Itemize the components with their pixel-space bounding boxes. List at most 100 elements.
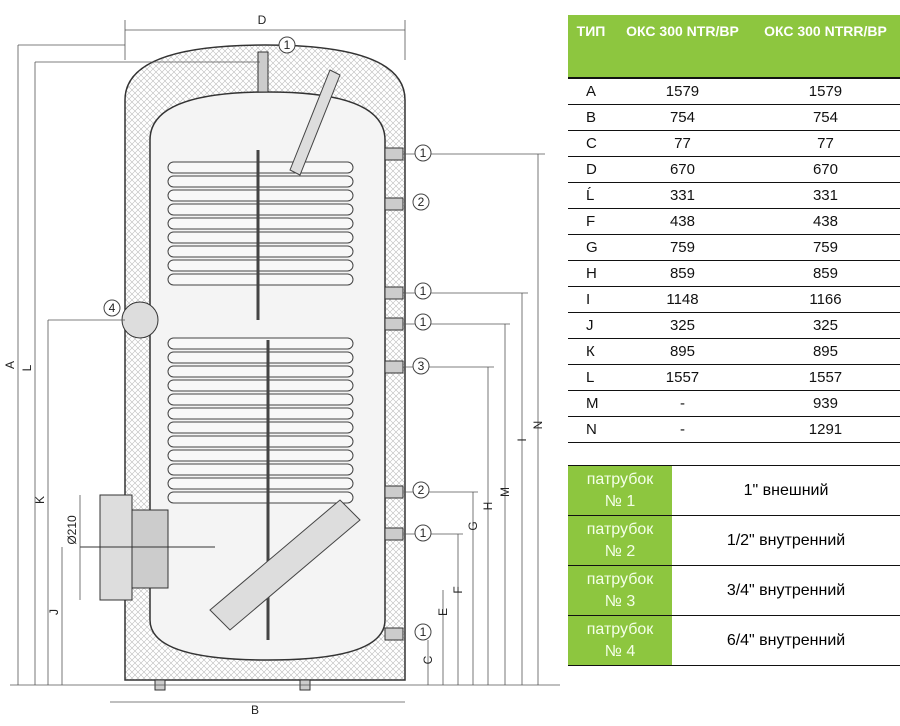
table-cell: B bbox=[568, 104, 614, 131]
callout-1: 1 bbox=[414, 524, 432, 542]
table-cell: N bbox=[568, 416, 614, 443]
dim-L: L bbox=[20, 364, 34, 371]
coil-turn bbox=[167, 463, 354, 476]
callout-1: 1 bbox=[414, 144, 432, 162]
coil-turn bbox=[167, 351, 354, 364]
table-cell: 939 bbox=[750, 390, 900, 417]
fitting-size: 1/2" внутренний bbox=[672, 515, 900, 566]
coil-turn bbox=[167, 449, 354, 462]
table-cell: M bbox=[568, 390, 614, 417]
table-cell: К bbox=[568, 338, 614, 365]
coil-turn bbox=[167, 245, 354, 258]
coil-turn bbox=[167, 477, 354, 490]
dim-H: H bbox=[481, 502, 495, 511]
table-cell: 325 bbox=[614, 312, 751, 339]
coil-turn bbox=[167, 161, 354, 174]
table-cell: 754 bbox=[614, 104, 751, 131]
table-cell: 1166 bbox=[750, 286, 900, 313]
coil-turn bbox=[167, 273, 354, 286]
table-cell: D bbox=[568, 156, 614, 183]
svg-text:3: 3 bbox=[418, 359, 425, 373]
table-cell: 77 bbox=[750, 130, 900, 157]
callout-1: 1 bbox=[414, 282, 432, 300]
table-cell: I bbox=[568, 286, 614, 313]
fitting-size: 6/4" внутренний bbox=[672, 615, 900, 666]
svg-text:1: 1 bbox=[420, 526, 427, 540]
table-row: N-1291 bbox=[568, 416, 900, 443]
table-cell: 331 bbox=[750, 182, 900, 209]
callout-2: 2 bbox=[412, 193, 430, 211]
table-cell: 438 bbox=[614, 208, 751, 235]
coil-turn bbox=[167, 435, 354, 448]
callout-3: 3 bbox=[412, 357, 430, 375]
svg-text:4: 4 bbox=[109, 301, 116, 315]
dim-E: E bbox=[436, 608, 450, 616]
dim-B: B bbox=[251, 703, 259, 717]
table-cell: A bbox=[568, 78, 614, 105]
table-cell: G bbox=[568, 234, 614, 261]
table-cell: 859 bbox=[614, 260, 751, 287]
callout-4: 4 bbox=[103, 299, 121, 317]
table-cell: 1557 bbox=[750, 364, 900, 391]
coil-turn bbox=[167, 421, 354, 434]
table-cell: - bbox=[614, 416, 751, 443]
svg-text:2: 2 bbox=[418, 195, 425, 209]
table-cell: 1579 bbox=[614, 78, 751, 105]
coil-turn bbox=[167, 231, 354, 244]
dim-N: N bbox=[531, 421, 545, 430]
col-type: ТИП bbox=[568, 15, 614, 79]
table-cell: F bbox=[568, 208, 614, 235]
table-cell: C bbox=[568, 130, 614, 157]
svg-text:1: 1 bbox=[420, 625, 427, 639]
callout-1: 1 bbox=[414, 313, 432, 331]
table-cell: 759 bbox=[614, 234, 751, 261]
svg-text:1: 1 bbox=[420, 315, 427, 329]
table-cell: 670 bbox=[750, 156, 900, 183]
dim-F: F bbox=[451, 586, 465, 593]
table-cell: - bbox=[614, 390, 751, 417]
fitting-size: 3/4" внутренний bbox=[672, 565, 900, 616]
coil-turn bbox=[167, 175, 354, 188]
table-cell: 895 bbox=[614, 338, 751, 365]
col-model-ntr: ОКС 300 NTR/BP bbox=[614, 15, 751, 79]
table-cell: 1579 bbox=[750, 78, 900, 105]
coil-turn bbox=[167, 491, 354, 504]
callout-1: 1 bbox=[278, 36, 296, 54]
table-cell: 759 bbox=[750, 234, 900, 261]
dim-A: A bbox=[3, 361, 17, 369]
table-cell: 895 bbox=[750, 338, 900, 365]
callout-1: 1 bbox=[414, 623, 432, 641]
svg-text:1: 1 bbox=[284, 38, 291, 52]
coil-turn bbox=[167, 379, 354, 392]
dim-M: M bbox=[498, 487, 512, 497]
coil-turn bbox=[167, 365, 354, 378]
table-cell: 1557 bbox=[614, 364, 751, 391]
coil-turn bbox=[167, 203, 354, 216]
boiler-technical-drawing: D B A L K J Ø210 C E F G H M I N 1121132… bbox=[3, 13, 560, 717]
svg-text:1: 1 bbox=[420, 284, 427, 298]
coil-turn bbox=[167, 337, 354, 350]
table-cell: 325 bbox=[750, 312, 900, 339]
dim-K: K bbox=[33, 496, 47, 504]
table-cell: L bbox=[568, 364, 614, 391]
col-model-ntrr: ОКС 300 NTRR/BP bbox=[750, 15, 900, 79]
table-cell: J bbox=[568, 312, 614, 339]
dim-diameter: Ø210 bbox=[65, 515, 79, 545]
callout-2: 2 bbox=[412, 481, 430, 499]
table-row: M-939 bbox=[568, 390, 900, 417]
svg-text:1: 1 bbox=[420, 146, 427, 160]
